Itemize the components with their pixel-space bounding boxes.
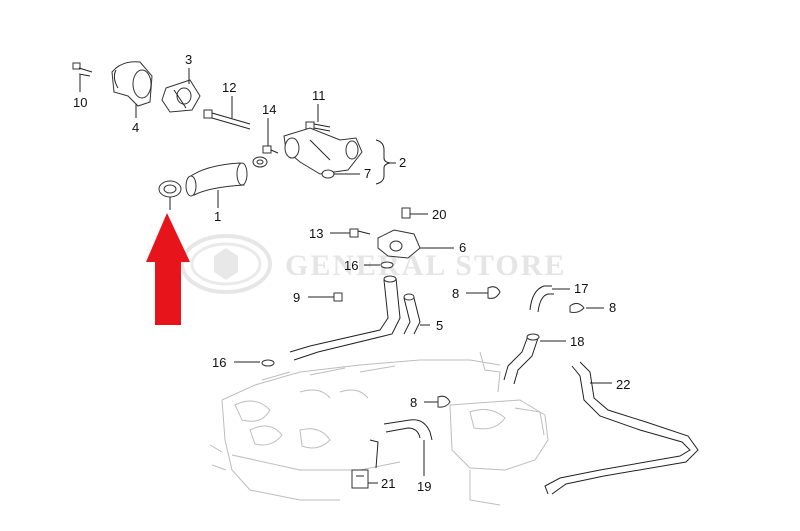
watermark-text: GENERAL STORE bbox=[285, 249, 566, 282]
label-1: 1 bbox=[214, 209, 221, 224]
watermark-logo bbox=[180, 234, 272, 294]
part-10-bolt bbox=[72, 62, 93, 92]
part-8-clamp-lower bbox=[424, 395, 451, 408]
label-3: 3 bbox=[185, 52, 192, 67]
label-12: 12 bbox=[222, 80, 236, 95]
red-arrow-indicator bbox=[146, 213, 190, 325]
part-3-thermostat bbox=[161, 68, 201, 113]
label-7: 7 bbox=[364, 166, 371, 181]
label-8-right: 8 bbox=[609, 300, 616, 315]
label-13: 13 bbox=[309, 226, 323, 241]
engine-block-outline bbox=[209, 351, 549, 506]
label-4: 4 bbox=[132, 120, 139, 135]
label-16-upper: 16 bbox=[344, 258, 358, 273]
label-10: 10 bbox=[73, 95, 87, 110]
part-21-sensor bbox=[351, 439, 379, 489]
part-17-hose bbox=[529, 285, 570, 313]
label-5: 5 bbox=[436, 318, 443, 333]
part-11-bolt bbox=[305, 104, 331, 132]
part-14-bolt-washer bbox=[252, 118, 279, 168]
label-17: 17 bbox=[574, 281, 588, 296]
label-9: 9 bbox=[293, 290, 300, 305]
part-18-hose bbox=[503, 333, 566, 385]
label-22: 22 bbox=[616, 377, 630, 392]
part-22-pipe bbox=[544, 361, 699, 495]
label-18: 18 bbox=[570, 334, 584, 349]
part-5-pipe bbox=[289, 275, 430, 361]
part-12-long-bolt bbox=[203, 96, 251, 130]
part-9-bolt bbox=[308, 292, 343, 302]
label-16-lower: 16 bbox=[212, 355, 226, 370]
part-1-hose bbox=[185, 162, 248, 208]
ring-seal bbox=[158, 180, 182, 210]
part-6-housing bbox=[377, 229, 454, 259]
label-8-lower: 8 bbox=[410, 395, 417, 410]
label-19: 19 bbox=[417, 479, 431, 494]
part-8-clamp-top bbox=[466, 286, 501, 299]
label-20: 20 bbox=[432, 207, 446, 222]
label-21: 21 bbox=[381, 476, 395, 491]
part-8-clamp-right bbox=[569, 302, 604, 313]
part-16-oring-lower bbox=[234, 359, 275, 367]
label-14: 14 bbox=[262, 102, 276, 117]
label-11: 11 bbox=[312, 88, 326, 103]
part-20-bolt bbox=[401, 207, 428, 219]
label-2: 2 bbox=[399, 155, 406, 170]
part-19-hose bbox=[383, 419, 433, 476]
part-7-cap bbox=[321, 169, 360, 179]
part-13-bolt bbox=[330, 228, 371, 238]
part-2-outlet-assembly bbox=[283, 127, 396, 185]
label-8-top: 8 bbox=[452, 286, 459, 301]
label-6: 6 bbox=[459, 240, 466, 255]
part-4-housing bbox=[111, 61, 153, 118]
part-16-oring-upper bbox=[364, 261, 394, 269]
